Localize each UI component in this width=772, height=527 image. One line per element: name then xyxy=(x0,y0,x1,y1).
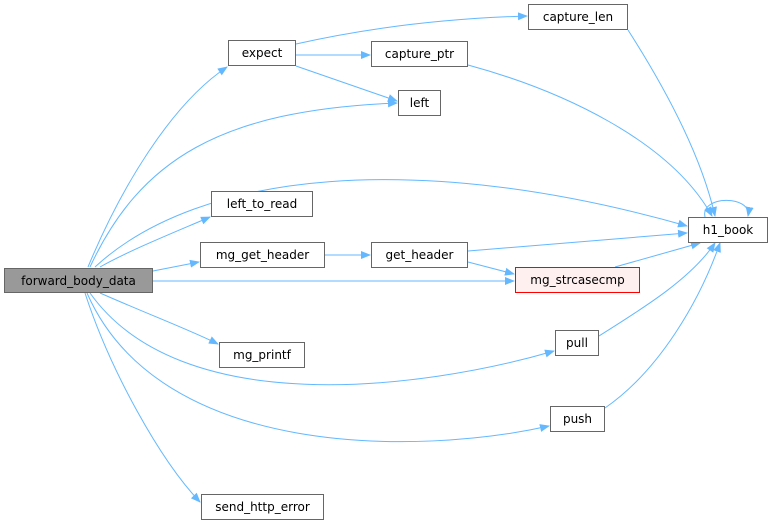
edge-forward-body-data-to-left xyxy=(89,99,398,268)
node-forward-body-data[interactable]: forward_body_data xyxy=(4,268,153,293)
edge-forward-body-data-to-send-http-error xyxy=(84,292,201,503)
node-left-to-read[interactable]: left_to_read xyxy=(211,191,313,217)
edge-expect-to-left xyxy=(295,65,398,102)
edge-capture-len-to-h1-book xyxy=(627,29,717,217)
edge-forward-body-data-to-left-to-read xyxy=(99,216,211,268)
edge-forward-body-data-to-push xyxy=(86,292,550,443)
node-capture-ptr[interactable]: capture_ptr xyxy=(371,41,468,67)
edge-mg-strcasecmp-to-h1-book xyxy=(614,241,701,268)
edge-forward-body-data-to-h1-book xyxy=(94,179,688,268)
edge-forward-body-data-to-pull xyxy=(89,292,555,386)
edge-capture-ptr-to-h1-book xyxy=(467,64,713,217)
node-left[interactable]: left xyxy=(398,90,441,116)
node-mg-get-header[interactable]: mg_get_header xyxy=(200,242,325,268)
edge-get-header-to-mg-strcasecmp xyxy=(467,261,515,276)
node-pull[interactable]: pull xyxy=(555,330,599,356)
edge-forward-body-data-to-mg-get-header xyxy=(152,259,200,272)
node-send-http-error[interactable]: send_http_error xyxy=(201,494,324,520)
node-expect[interactable]: expect xyxy=(228,40,296,66)
edge-push-to-h1-book xyxy=(604,242,721,409)
edge-expect-to-capture-len xyxy=(295,12,528,45)
node-mg-printf[interactable]: mg_printf xyxy=(219,342,305,368)
node-h1-book[interactable]: h1_book xyxy=(688,217,768,243)
edge-forward-body-data-to-mg-printf xyxy=(99,292,219,345)
node-push[interactable]: push xyxy=(550,406,605,432)
edge-pull-to-h1-book xyxy=(598,242,716,337)
edge-get-header-to-h1-book xyxy=(467,229,688,252)
edge-h1-book-to-h1-book xyxy=(704,199,754,218)
node-get-header[interactable]: get_header xyxy=(371,242,468,268)
node-capture-len[interactable]: capture_len xyxy=(528,4,628,30)
edge-forward-body-data-to-expect xyxy=(87,66,228,268)
node-mg-strcasecmp[interactable]: mg_strcasecmp xyxy=(515,267,640,293)
